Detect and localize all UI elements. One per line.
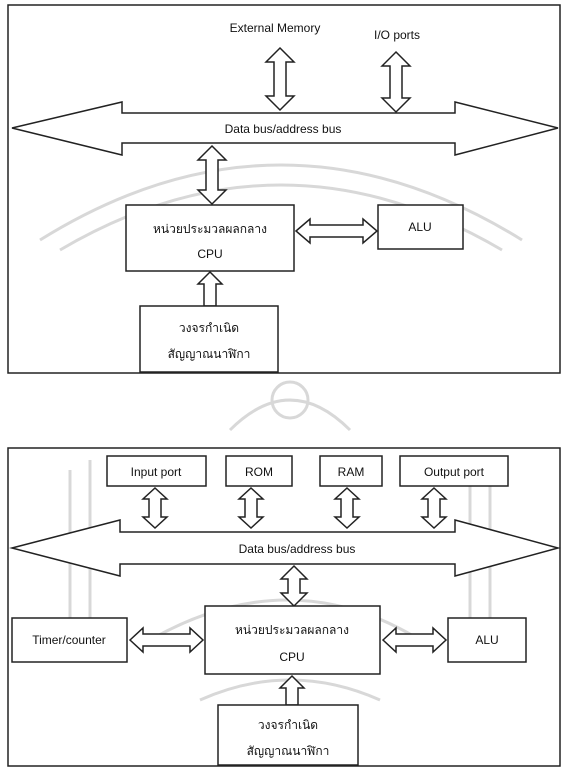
bottom-ram-label: RAM	[338, 465, 365, 479]
top-cpu-thai-label: หน่วยประมวลผลกลาง	[153, 222, 267, 236]
bottom-timer-counter-label: Timer/counter	[32, 633, 106, 647]
bottom-timer-counter-box: Timer/counter	[11, 617, 128, 663]
bottom-input-port-label: Input port	[131, 465, 182, 479]
bottom-clock-thai-label-2: สัญญาณนาฬิกา	[247, 744, 330, 758]
bottom-clock-thai-label-1: วงจรกำเนิด	[258, 718, 318, 732]
top-data-address-bus	[11, 101, 559, 156]
bottom-panel-frame	[7, 447, 561, 767]
bottom-output-port-label: Output port	[424, 465, 485, 479]
top-clock-cpu-arrow	[196, 270, 224, 307]
bottom-timer-cpu-arrow	[128, 626, 205, 654]
bottom-rom-box: ROM	[225, 455, 293, 487]
bottom-rom-arrow	[237, 486, 265, 530]
bottom-input-port-box: Input port	[106, 455, 207, 487]
bottom-output-port-box: Output port	[399, 455, 509, 487]
top-alu-box: ALU	[377, 204, 464, 250]
top-external-memory-label: External Memory	[230, 21, 321, 35]
top-alu-label: ALU	[408, 220, 431, 234]
bottom-data-address-bus	[9, 519, 561, 577]
bottom-clock-generator-box: วงจรกำเนิด สัญญาณนาฬิกา	[217, 704, 359, 766]
top-cpu-box: หน่วยประมวลผลกลาง CPU	[125, 204, 295, 272]
bottom-rom-label: ROM	[245, 465, 273, 479]
bottom-output-port-arrow	[420, 486, 448, 530]
bottom-cpu-box: หน่วยประมวลผลกลาง CPU	[204, 605, 381, 675]
top-clock-generator-box: วงจรกำเนิด สัญญาณนาฬิกา	[139, 305, 279, 373]
bottom-ram-arrow	[333, 486, 361, 530]
top-clock-thai-label-2: สัญญาณนาฬิกา	[168, 347, 251, 361]
top-io-ports-label: I/O ports	[374, 28, 420, 42]
top-clock-thai-label-1: วงจรกำเนิด	[179, 321, 239, 335]
bottom-ram-box: RAM	[319, 455, 383, 487]
bottom-input-port-arrow	[141, 486, 169, 530]
bottom-cpu-alu-arrow	[381, 626, 448, 654]
bottom-alu-box: ALU	[447, 617, 527, 663]
bottom-cpu-thai-label: หน่วยประมวลผลกลาง	[235, 623, 349, 637]
top-panel-frame	[7, 4, 561, 374]
top-bus-cpu-arrow	[196, 144, 228, 206]
top-bus-label: Data bus/address bus	[225, 122, 342, 136]
bottom-cpu-label: CPU	[279, 650, 304, 664]
bottom-alu-label: ALU	[475, 633, 498, 647]
top-cpu-label: CPU	[197, 247, 222, 261]
top-io-ports-arrow	[380, 50, 412, 114]
top-external-memory-arrow	[264, 46, 296, 112]
bottom-bus-label: Data bus/address bus	[239, 542, 356, 556]
top-cpu-alu-arrow	[294, 217, 379, 245]
